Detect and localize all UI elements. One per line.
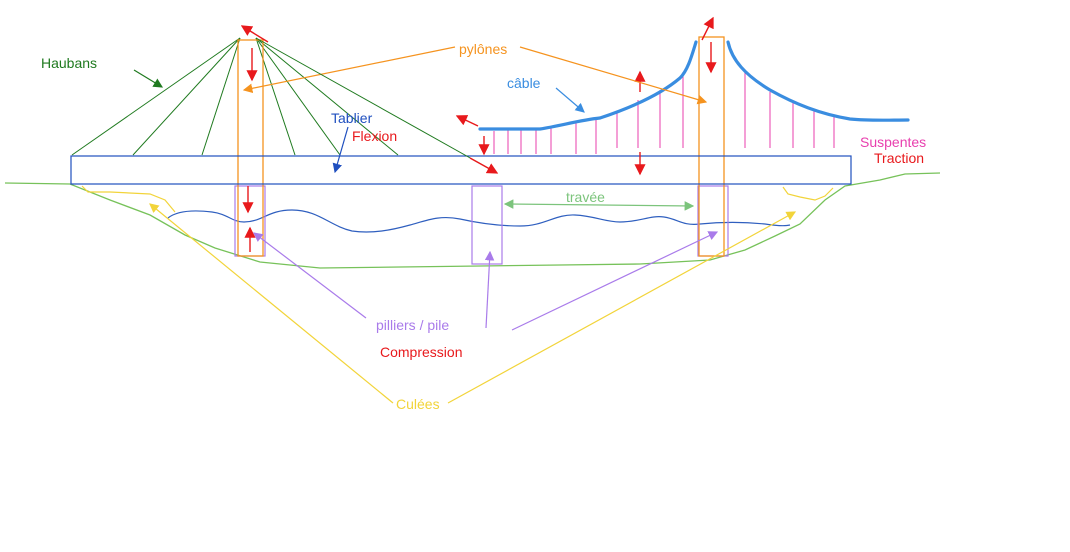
label-tablier: Tablier	[331, 110, 373, 126]
haubans-force-pointer	[255, 37, 498, 174]
label-traction: Traction	[874, 150, 925, 166]
label-cable: câble	[507, 75, 541, 91]
label-flexion: Flexion	[352, 128, 398, 144]
stay-cables	[71, 37, 399, 156]
haubans-pointer	[133, 69, 164, 88]
left-abutment	[81, 185, 176, 213]
cable-pointer	[555, 87, 585, 113]
haubans-force-arrow	[469, 157, 499, 174]
suspension-cable	[478, 40, 698, 131]
right-abutment	[782, 186, 834, 201]
pylones-pointer-left	[242, 46, 456, 94]
travee-arrow	[503, 199, 695, 211]
pilliers-pointer-right	[511, 231, 719, 331]
force-arrows	[240, 16, 717, 252]
ground-line	[4, 172, 941, 269]
label-haubans: Haubans	[41, 55, 98, 71]
tablier-pointer	[332, 126, 349, 174]
pilliers-pointer-center	[484, 250, 495, 329]
label-pilliers: pilliers / pile	[376, 317, 450, 333]
label-suspentes: Suspentes	[860, 134, 927, 150]
left-pylon	[237, 39, 264, 257]
label-compression: Compression	[380, 344, 463, 360]
suspender-cables	[493, 70, 835, 154]
label-culees: Culées	[396, 396, 440, 412]
culees-pointer-right	[447, 211, 797, 404]
suspension-cable-right	[726, 40, 910, 122]
water-surface	[167, 209, 791, 233]
label-pylones: pylônes	[459, 41, 508, 57]
pylones-pointer-right	[519, 46, 708, 105]
label-travee: travée	[566, 189, 605, 205]
culees-pointer-left	[149, 203, 394, 404]
pilliers-pointer-left	[253, 232, 367, 319]
right-pylon	[698, 36, 725, 257]
center-pier	[471, 185, 503, 265]
bridge-deck	[70, 155, 852, 185]
